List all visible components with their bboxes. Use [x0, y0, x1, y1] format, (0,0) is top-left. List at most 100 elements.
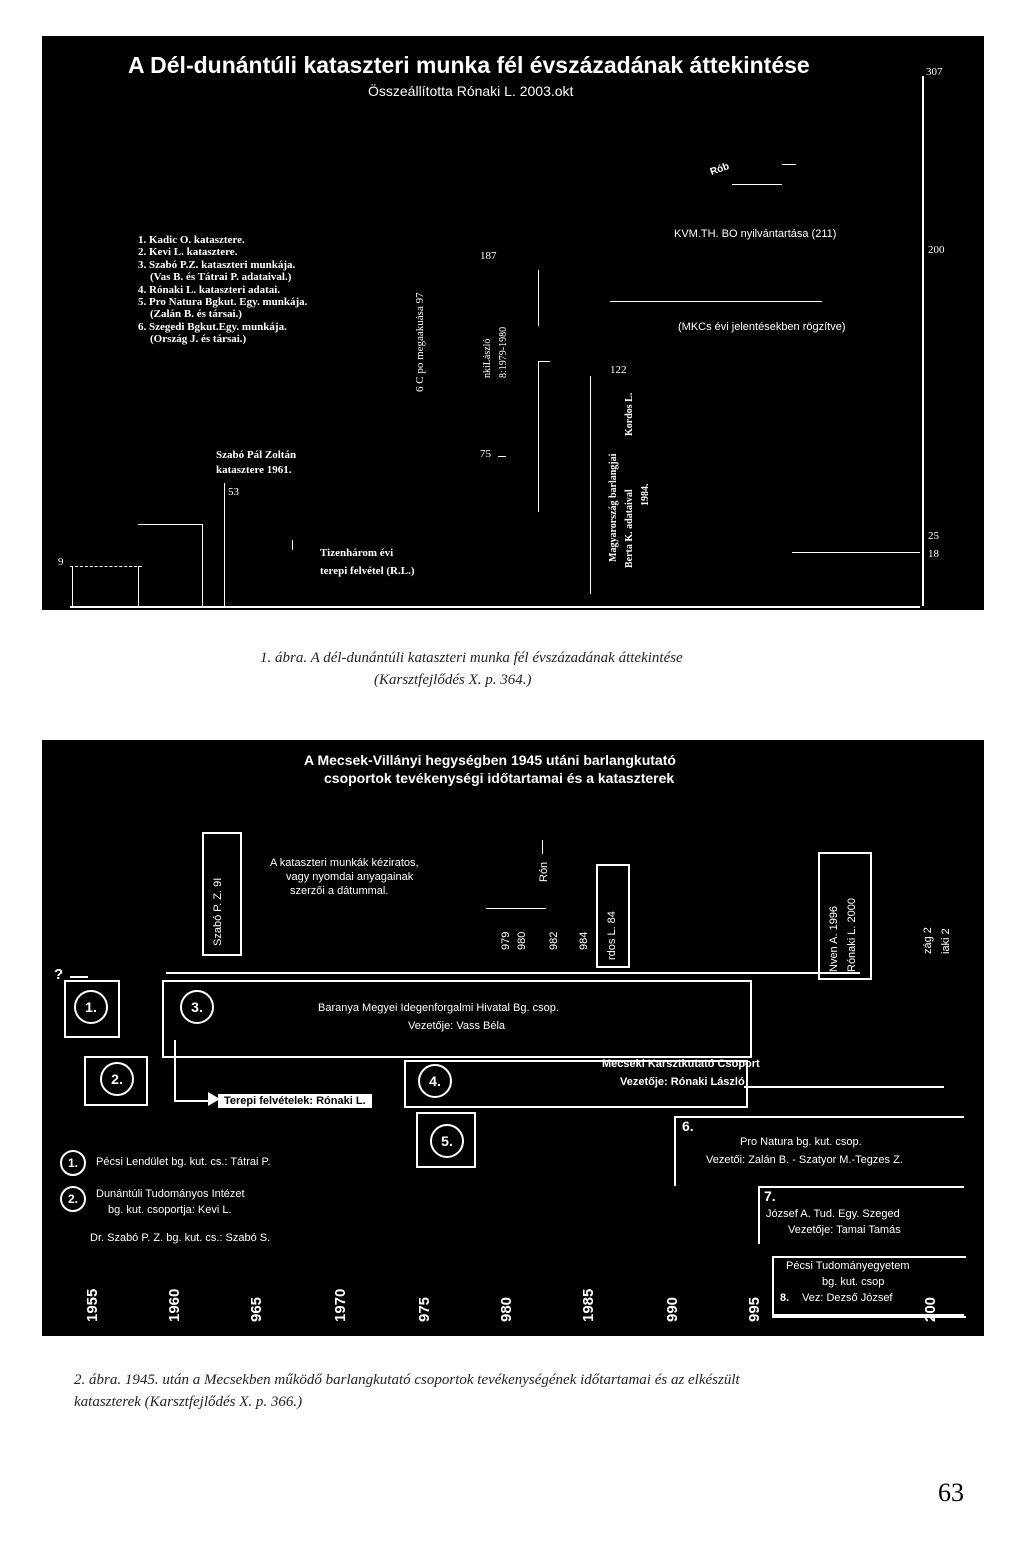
mkcs-label: (MKCs évi jelentésekben rögzítve)	[678, 321, 846, 333]
year-1965: 965	[248, 1296, 265, 1322]
baranya-line-1: Baranya Megyei Idegenforgalmi Hivatal Bg…	[318, 1002, 559, 1014]
ron-tick	[542, 840, 543, 854]
axis-label-18: 18	[928, 548, 939, 560]
fig1-right-axis	[922, 76, 924, 606]
step-left	[72, 566, 73, 606]
year-1990: 990	[664, 1296, 681, 1322]
note-line: szerzői a dátummal.	[290, 885, 389, 897]
vertical-label-magyarorszag: Magyarország barlangjai	[608, 453, 619, 562]
vertical-982: 982	[548, 931, 560, 950]
legend-line: 6. Szegedi Bgkut.Egy. munkája.	[138, 320, 287, 333]
value-122: 122	[610, 364, 627, 376]
vertical-kordos-84: rdos L. 84	[606, 911, 618, 960]
year-1995: 995	[746, 1296, 763, 1322]
vertical-label-1979: 8:1979-1980	[498, 326, 509, 378]
jozsef-line-1: József A. Tud. Egy. Szeged	[766, 1208, 900, 1220]
group-7-left	[758, 1186, 760, 1244]
ron-line	[486, 908, 546, 909]
caption-2-line-2: kataszterek (Karsztfejlődés X. p. 366.)	[74, 1394, 303, 1410]
vertical-979: 979	[500, 931, 512, 950]
kvm-line	[610, 301, 822, 302]
mecseki-line-2: Vezetője: Rónaki László	[620, 1076, 745, 1088]
axis-label-200: 200	[928, 244, 945, 256]
circle-3: 3.	[180, 990, 214, 1024]
left-marker-9: 9	[58, 556, 64, 568]
pronatura-line-1: Pro Natura bg. kut. csop.	[740, 1136, 862, 1148]
szabo-line: katasztere 1961.	[216, 464, 292, 476]
legend-line: (Zalán B. és társai.)	[150, 308, 242, 321]
fig1-subtitle: Összeállította Rónaki L. 2003.okt	[368, 83, 574, 99]
mecseki-extension	[744, 1086, 944, 1088]
circle-1: 1.	[74, 990, 108, 1024]
legend-line: 1. Kadic O. katasztere.	[138, 234, 245, 246]
year-1985: 1985	[580, 1288, 597, 1322]
axis-label-25: 25	[928, 530, 939, 542]
legend-2b: bg. kut. csoportja: Kevi L.	[108, 1204, 232, 1216]
year-2000: 200	[922, 1296, 939, 1322]
kordos-box	[596, 864, 630, 968]
bar-187-top	[538, 270, 539, 326]
tizenharom-block: Tizenhárom évi terepi felvétel (R.L.)	[320, 544, 414, 580]
step-line-top	[138, 524, 202, 525]
figure-2-panel: A Mecsek-Villányi hegységben 1945 utáni …	[42, 740, 984, 1336]
legend-line: 3. Szabó P.Z. kataszteri munkája.	[138, 258, 296, 271]
group-8-box	[772, 1256, 966, 1318]
year-1955: 1955	[84, 1288, 101, 1322]
bar-187-cap	[538, 361, 550, 362]
value-75: 75	[480, 448, 491, 460]
caption-1-line-2: (Karsztfejlődés X. p. 364.)	[374, 672, 532, 688]
num-8: 8.	[780, 1292, 790, 1304]
year-1980: 980	[498, 1296, 515, 1322]
group-7-top	[758, 1186, 964, 1188]
fig1-baseline	[70, 606, 920, 608]
group-8-bottom	[772, 1314, 964, 1316]
group-5-box	[416, 1112, 476, 1168]
vertical-label-1984: 1984.	[640, 483, 651, 507]
value-53: 53	[228, 486, 239, 498]
step-line-dashed	[70, 566, 142, 568]
note-line: A kataszteri munkák kéziratos,	[270, 857, 419, 869]
group-1-box	[64, 980, 120, 1038]
legend-circle-2: 2.	[60, 1186, 86, 1212]
bar-53	[224, 483, 225, 607]
bar-187-main	[538, 362, 539, 512]
pronatura-line-2: Vezetői: Zalán B. - Szatyor M.-Tegzes Z.	[706, 1154, 903, 1166]
timeline-top-line	[166, 972, 860, 974]
question-mark: ?	[54, 966, 64, 983]
legend-line: 5. Pro Natura Bgkut. Egy. munkája.	[138, 296, 308, 309]
vertical-iaki: iaki 2	[940, 928, 952, 954]
kvm-label: KVM.TH. BO nyilvántartása (211)	[674, 228, 837, 240]
arrow-head-icon	[208, 1092, 220, 1106]
circle-4: 4.	[418, 1064, 452, 1098]
legend-circle-1: 1.	[60, 1150, 86, 1176]
legend-line: 2. Kevi L. katasztere.	[138, 246, 238, 259]
circle-2: 2.	[100, 1062, 134, 1096]
szabo-pz-box	[202, 832, 242, 956]
year-1975: 975	[416, 1296, 433, 1322]
fig2-title-1: A Mecsek-Villányi hegységben 1945 utáni …	[304, 752, 676, 768]
group-3-box	[162, 980, 752, 1058]
num-7: 7.	[764, 1188, 776, 1204]
tizenharom-line: terepi felvétel (R.L.)	[320, 565, 415, 577]
group-6-left	[674, 1116, 676, 1186]
figure-1-panel: A Dél-dunántúli kataszteri munka fél évs…	[42, 36, 984, 610]
vertical-ronaki-2000: Rónaki L. 2000	[846, 898, 858, 972]
num-6: 6.	[682, 1118, 694, 1134]
nven-box	[818, 852, 872, 980]
fig1-legend: 1. Kadic O. katasztere. 2. Kevi L. katas…	[138, 234, 307, 346]
legend-line: (Vas B. és Tátrai P. adataival.)	[150, 271, 292, 284]
vertical-980: 980	[516, 931, 528, 950]
legend-3: Dr. Szabó P. Z. bg. kut. cs.: Szabó S.	[90, 1232, 271, 1244]
vertical-szabo-pz: Szabó P. Z. 9I	[212, 877, 224, 946]
legend-2a: Dunántúli Tudományos Intézet	[96, 1188, 245, 1200]
step-line-v	[202, 524, 203, 608]
question-line	[70, 976, 88, 978]
vertical-ron: Rón	[538, 861, 550, 882]
note-line: vagy nyomdai anyagainak	[286, 871, 414, 883]
bar-122	[590, 376, 591, 594]
value-187: 187	[480, 250, 497, 262]
axis-label-307: 307	[926, 66, 943, 78]
line-25	[792, 552, 920, 553]
robo-mark: Rób	[708, 161, 731, 178]
caption-1-line-1: 1. ábra. A dél-dunántúli kataszteri munk…	[260, 650, 683, 666]
